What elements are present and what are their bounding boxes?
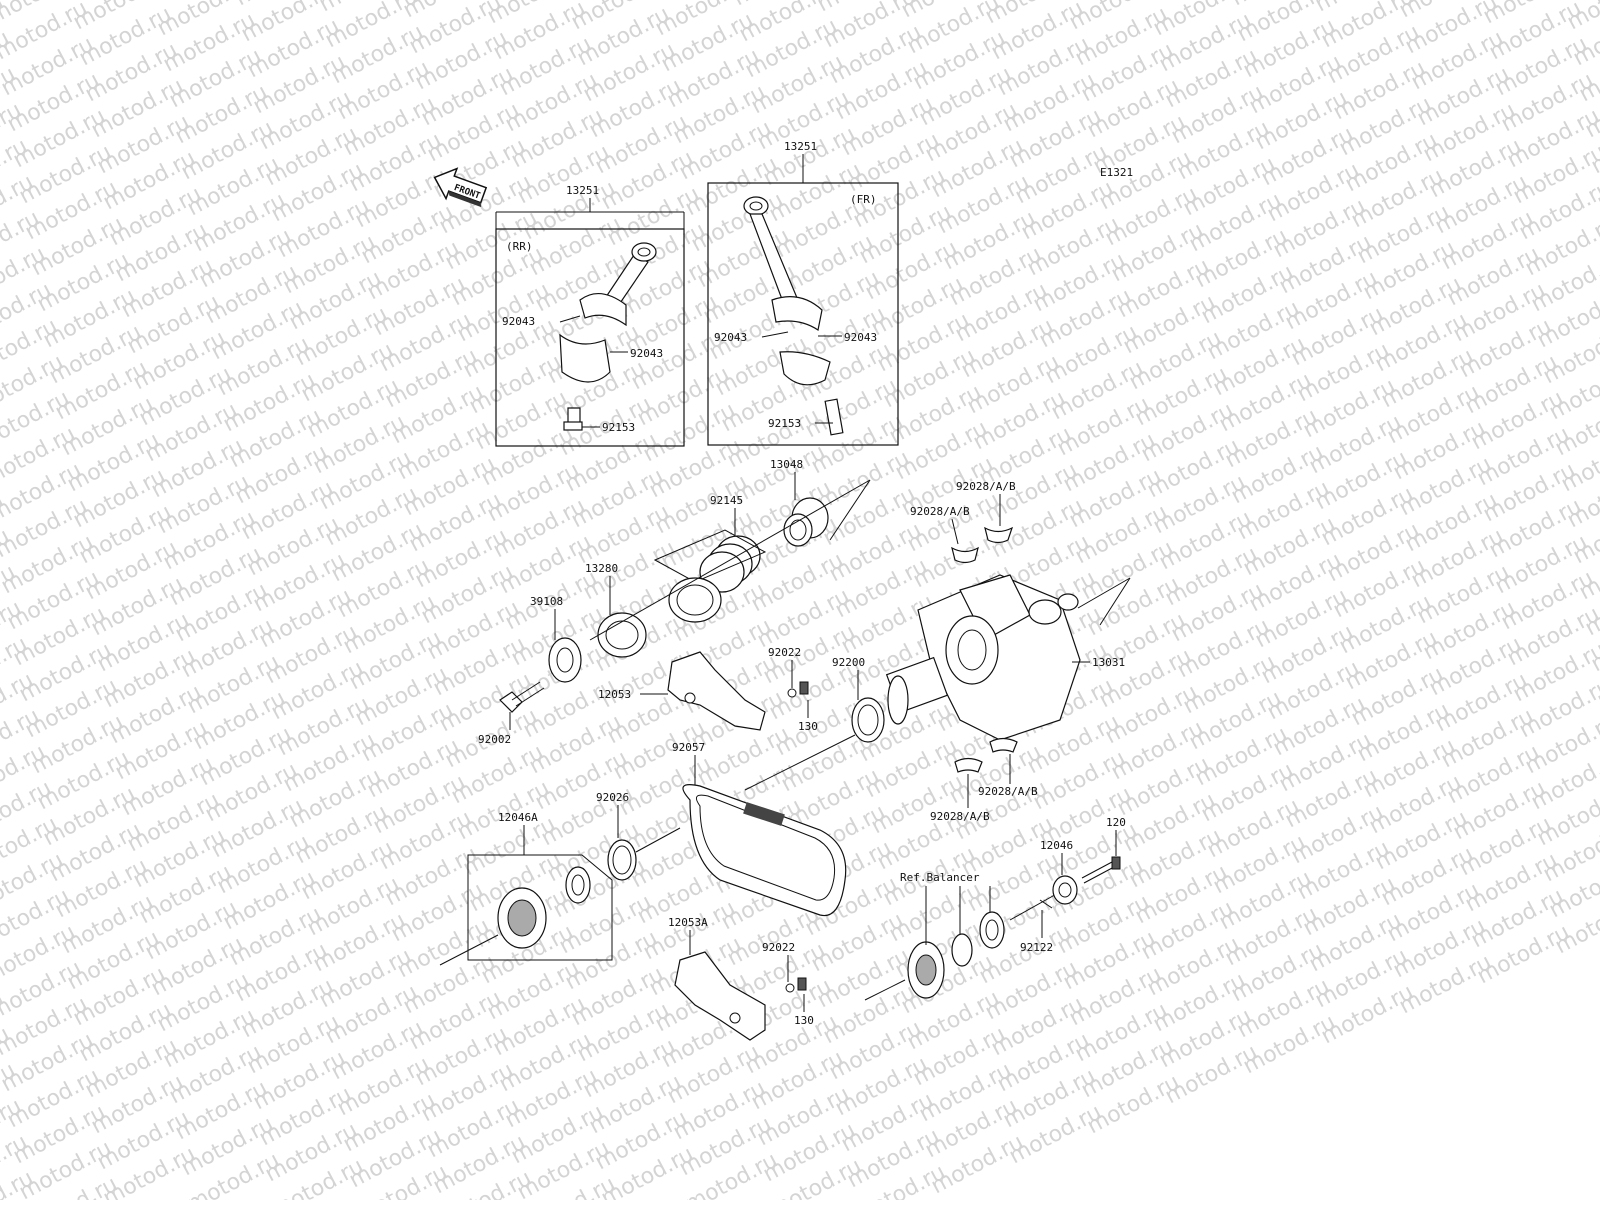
label-92022-top: 92022 [768,646,801,659]
label-13031: 13031 [1092,656,1125,669]
connecting-rod-fr-group: (FR) 13251 92043 92043 92153 [707,140,899,446]
part-92026-icon [607,839,637,881]
connecting-rod-rr-icon [559,242,657,431]
label-92057: 92057 [672,741,705,754]
label-92026: 92026 [596,791,629,804]
part-12053-icon [667,651,766,731]
part-12046-icon [1052,875,1078,905]
label-39108: 39108 [530,595,563,608]
rr-92153: 92153 [602,421,635,434]
rr-92043-left: 92043 [502,315,535,328]
connecting-rod-fr-icon [743,196,844,436]
crankshaft-13031-icon [885,574,1081,741]
fr-tag: (FR) [850,193,877,206]
label-12053A: 12053A [668,916,708,929]
part-92200-icon [851,697,885,743]
part-13048-icon [783,497,829,547]
label-92145: 92145 [710,494,743,507]
washer-92022-top-icon [787,688,797,698]
label-92028-3: 92028/A/B [978,785,1038,798]
fr-92153: 92153 [768,417,801,430]
label-13048: 13048 [770,458,803,471]
part-12053a-icon [674,951,766,1041]
label-120: 120 [1106,816,1126,829]
bolt-130-bot-icon [797,977,807,991]
bolt-130-top-icon [799,681,809,695]
label-130-top: 130 [798,720,818,733]
rr-part-number: 13251 [566,184,599,197]
front-arrow-icon: FRONT [433,167,488,208]
washer-92022-bot-icon [785,983,795,993]
label-12046: 12046 [1040,839,1073,852]
part-39108-icon [548,637,582,683]
ref-balancer-label: Ref.Balancer [900,871,980,884]
label-92200: 92200 [832,656,865,669]
label-92002: 92002 [478,733,511,746]
sprocket-12046a-icon [467,854,613,961]
bolt-120-icon [1081,856,1121,884]
label-92122: 92122 [1020,941,1053,954]
label-13280: 13280 [585,562,618,575]
connecting-rod-rr-group: (RR) 13251 92043 92043 92153 [495,184,685,447]
label-12046A: 12046A [498,811,538,824]
bearing-92028-icons [951,526,1018,773]
diagram-code: E1321 [1100,166,1133,179]
part-13280-icon [597,577,722,658]
part-92002-icon [499,681,545,713]
label-92022-bot: 92022 [762,941,795,954]
fr-92043-left: 92043 [714,331,747,344]
fr-part-number: 13251 [784,140,817,153]
label-92028-4: 92028/A/B [930,810,990,823]
belt-92057-icon [682,784,847,917]
shaft-assembly: 13048 92145 13280 39108 [478,458,871,746]
rr-92043-right: 92043 [630,347,663,360]
balancer-assembly-icon [907,911,1005,999]
rr-box [495,228,685,447]
label-92028-2: 92028/A/B [956,480,1016,493]
fr-92043-right: 92043 [844,331,877,344]
label-12053: 12053 [598,688,631,701]
rr-tag: (RR) [506,240,533,253]
label-92028-1: 92028/A/B [910,505,970,518]
label-130-bot: 130 [794,1014,814,1027]
key-92122-icon [1039,899,1053,909]
